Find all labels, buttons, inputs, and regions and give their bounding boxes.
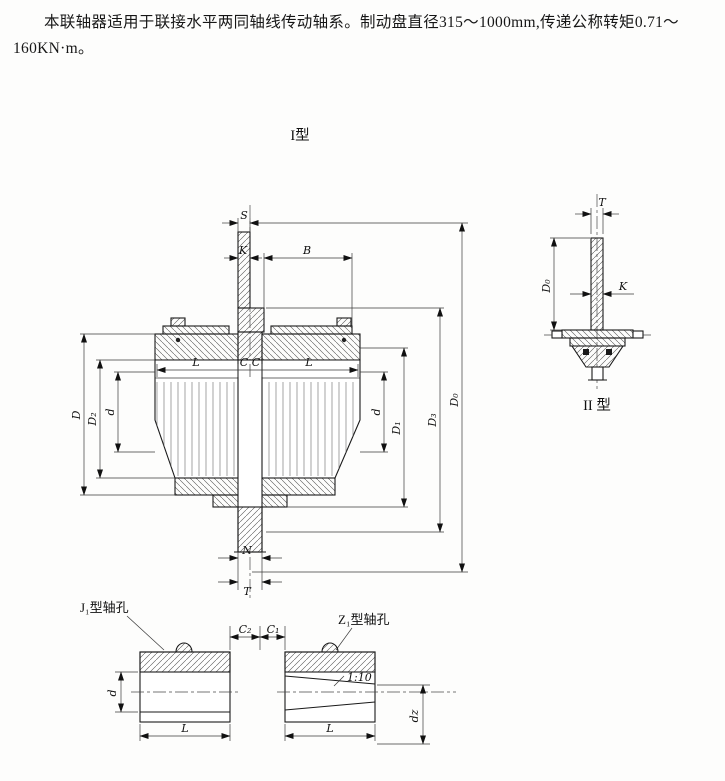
dim-label-b: B bbox=[302, 244, 311, 257]
bolt-left bbox=[170, 317, 186, 327]
j1-caption: J₁型轴孔 bbox=[80, 600, 129, 615]
taper-bore-bottom bbox=[284, 701, 376, 711]
coupling-body bbox=[154, 359, 361, 553]
type2-caption: II 型 bbox=[583, 397, 611, 414]
clamp-bracket bbox=[570, 345, 625, 368]
dims-left: d D₂ D bbox=[70, 333, 175, 496]
dim-label-D0-2: D₀ bbox=[540, 279, 553, 294]
type2-clamp-assembly bbox=[544, 329, 651, 381]
dim-K-B: K B bbox=[224, 244, 353, 327]
dim-label-D2: D₂ bbox=[86, 412, 99, 426]
dim-label-D3: D₃ bbox=[426, 413, 439, 427]
taper-label: 1:10 bbox=[347, 671, 372, 684]
z1-caption: Z₁型轴孔 bbox=[338, 612, 389, 627]
dims-right: d D₁ D₃ D₀ bbox=[252, 222, 468, 573]
dim-label-k: K bbox=[238, 244, 248, 257]
dim-label-D0: D₀ bbox=[448, 393, 461, 408]
dim-label-d-bore: d bbox=[106, 689, 119, 696]
dim-label-c-right: C bbox=[252, 356, 261, 369]
dim-label-D1: D₁ bbox=[390, 421, 403, 435]
z1-hub-view: Z₁型轴孔 1:10 L dz bbox=[277, 612, 456, 745]
dim-label-n: N bbox=[241, 544, 252, 557]
clamp-stub bbox=[591, 366, 604, 381]
bolt-right bbox=[336, 317, 352, 327]
dim-label-D: D bbox=[70, 410, 83, 420]
dim-label-d-right: d bbox=[370, 408, 383, 415]
dim-LCCL: L C C L bbox=[156, 356, 359, 377]
bolt-nut-right bbox=[632, 330, 644, 339]
z1-boss bbox=[321, 642, 339, 653]
type1-caption: I型 bbox=[290, 127, 309, 144]
dim-label-d-left: d bbox=[104, 408, 117, 415]
j1-boss bbox=[175, 642, 193, 653]
dim-label-c1: C₁ bbox=[267, 623, 280, 636]
dim-label-dz: dz bbox=[408, 709, 421, 722]
bolt-dot-right bbox=[341, 337, 347, 343]
bolt-nut-left bbox=[551, 330, 563, 339]
dim-label-t2: T bbox=[598, 196, 607, 209]
dim-label-t: T bbox=[243, 585, 252, 598]
type2-view: T D₀ K II 型 bbox=[540, 194, 651, 414]
dims-shaft-end: N T bbox=[218, 544, 282, 598]
shaft-stub bbox=[237, 506, 263, 553]
main-section-view: S K B bbox=[70, 205, 468, 650]
type2-disc-plate bbox=[590, 237, 604, 331]
j1-leader bbox=[126, 615, 165, 651]
z1-leader bbox=[335, 627, 353, 651]
dim-label-c-left: C bbox=[240, 356, 249, 369]
dim-label-l-j1: L bbox=[180, 722, 188, 735]
flange-assembly bbox=[154, 317, 361, 361]
j1-hub-view: J₁型轴孔 d L bbox=[80, 600, 239, 741]
bolt-dot-left bbox=[175, 337, 181, 343]
dim-S: S bbox=[222, 209, 468, 232]
dim-label-l-z1: L bbox=[325, 722, 333, 735]
dim-label-c2: C₂ bbox=[239, 623, 252, 636]
intro-paragraph: 本联轴器适用于联接水平两同轴线传动轴系。制动盘直径315～1000mm,传递公称… bbox=[13, 14, 679, 57]
taper-bore-top bbox=[284, 675, 376, 685]
brake-disc bbox=[237, 231, 265, 333]
dim-label-k2: K bbox=[618, 280, 628, 293]
dim-label-l-left: L bbox=[191, 356, 199, 369]
dim-label-s: S bbox=[240, 209, 248, 222]
dims-c2-c1: C₂ C₁ bbox=[229, 623, 286, 650]
dim-label-l-right: L bbox=[304, 356, 312, 369]
